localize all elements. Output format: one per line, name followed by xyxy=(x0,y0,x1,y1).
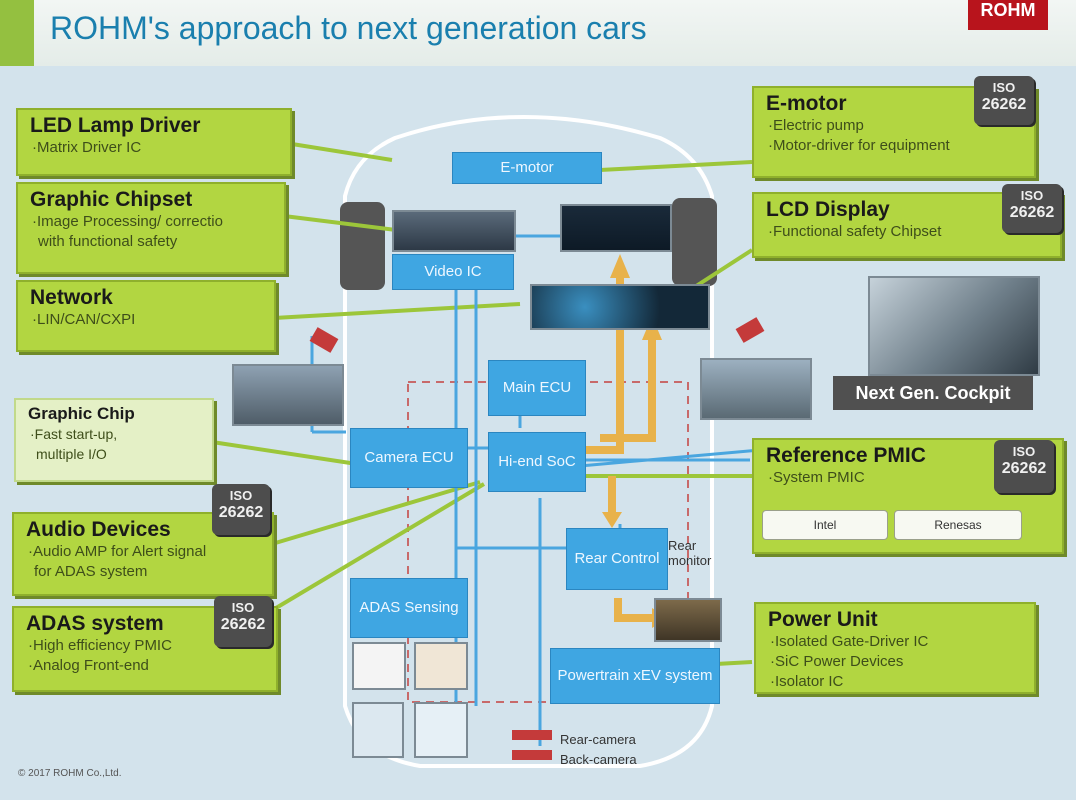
adas-sensing-photo-4 xyxy=(414,702,468,758)
dashboard-display-photo xyxy=(530,284,710,330)
title-accent-bar xyxy=(0,0,34,66)
feature-network: Network ·LIN/CAN/CXPI xyxy=(16,280,276,352)
iso-label: ISO xyxy=(231,600,255,615)
iso-badge-reference-pmic: ISO 26262 xyxy=(994,440,1054,493)
feature-title: Graphic Chip xyxy=(28,404,135,423)
iso-badge-lcd-display: ISO 26262 xyxy=(1002,184,1062,233)
iso-label: ISO xyxy=(229,488,253,503)
road-camera-photo xyxy=(392,210,516,252)
feature-title: Reference PMIC xyxy=(766,444,926,467)
feature-item: ·Matrix Driver IC xyxy=(32,139,142,156)
feature-item: multiple I/O xyxy=(36,446,107,462)
feature-item: ·LIN/CAN/CXPI xyxy=(32,311,136,328)
wheel-front-right xyxy=(672,198,717,286)
iso-number: 26262 xyxy=(981,96,1027,113)
block-hi-end-soc: Hi-end SoC xyxy=(488,432,586,492)
block-video-ic: Video IC xyxy=(392,254,514,290)
iso-label: ISO xyxy=(1020,188,1044,203)
mirror-camera-right-icon xyxy=(735,317,765,343)
car-outline xyxy=(343,115,714,768)
feature-item: ·Fast start-up, xyxy=(30,426,118,442)
block-powertrain: Powertrain xEV system xyxy=(550,648,720,704)
feature-title: Network xyxy=(30,286,113,309)
adas-sensing-photo-1 xyxy=(352,642,406,690)
iso-badge-adas-system: ISO 26262 xyxy=(214,596,272,647)
rear-camera-icon xyxy=(512,730,552,740)
iso-badge-e-motor: ISO 26262 xyxy=(974,76,1034,125)
block-main-ecu: Main ECU xyxy=(488,360,586,416)
iso-number: 26262 xyxy=(218,504,264,521)
feature-item: ·Audio AMP for Alert signal xyxy=(28,543,207,560)
diagram-stage: E-motor Video IC Main ECU Camera ECU Hi-… xyxy=(0,66,1076,800)
wheel-front-left xyxy=(340,202,385,290)
rohm-logo: ROHM xyxy=(968,0,1048,30)
iso-badge-audio-devices: ISO 26262 xyxy=(212,484,270,535)
feature-item: ·Electric pump xyxy=(768,117,864,134)
back-camera-icon xyxy=(512,750,552,760)
meter-cluster-photo xyxy=(560,204,672,252)
rear-monitor-photo xyxy=(654,598,722,642)
right-mirror-view-photo xyxy=(700,358,812,420)
feature-title: LCD Display xyxy=(766,198,890,221)
copyright-text: © 2017 ROHM Co.,Ltd. xyxy=(18,768,122,779)
block-e-motor: E-motor xyxy=(452,152,602,184)
feature-item: ·Functional safety Chipset xyxy=(768,223,942,240)
feature-title: Audio Devices xyxy=(26,518,171,541)
title-bar: ROHM's approach to next generation cars … xyxy=(0,0,1076,66)
signal-arrows xyxy=(586,276,656,622)
feature-item: ·Isolator IC xyxy=(770,673,844,690)
iso-label: ISO xyxy=(992,80,1016,95)
feature-item: ·Motor-driver for equipment xyxy=(768,137,950,154)
block-camera-ecu: Camera ECU xyxy=(350,428,468,488)
feature-leaders xyxy=(211,142,754,666)
iso-label: ISO xyxy=(1012,444,1036,459)
feature-item: for ADAS system xyxy=(34,563,148,580)
adas-sensing-photo-2 xyxy=(414,642,468,690)
feature-title: Power Unit xyxy=(768,608,878,631)
block-adas-sensing: ADAS Sensing xyxy=(350,578,468,638)
feature-item: ·Isolated Gate-Driver IC xyxy=(770,633,929,650)
adas-sensing-photo-3 xyxy=(352,702,404,758)
next-gen-cockpit-photo xyxy=(868,276,1040,376)
left-mirror-view-photo xyxy=(232,364,344,426)
page-title: ROHM's approach to next generation cars xyxy=(50,10,647,46)
feature-title: ADAS system xyxy=(26,612,164,635)
feature-title: E-motor xyxy=(766,92,847,115)
iso-number: 26262 xyxy=(1001,460,1047,477)
feature-item: ·System PMIC xyxy=(768,469,865,486)
feature-title: Graphic Chipset xyxy=(30,188,193,211)
block-rear-control: Rear Control xyxy=(566,528,668,590)
feature-item: ·Analog Front-end xyxy=(28,657,149,674)
back-camera-label: Back-camera xyxy=(560,752,637,767)
feature-led-lamp-driver: LED Lamp Driver ·Matrix Driver IC xyxy=(16,108,292,176)
rear-camera-label: Rear-camera xyxy=(560,732,636,747)
feature-item: ·Image Processing/ correctio xyxy=(32,213,223,230)
feature-item: ·SiC Power Devices xyxy=(770,653,904,670)
mirror-camera-left-icon xyxy=(309,327,339,353)
feature-item: ·High efficiency PMIC xyxy=(28,637,172,654)
iso-number: 26262 xyxy=(220,616,266,633)
feature-graphic-chip: Graphic Chip ·Fast start-up, multiple I/… xyxy=(14,398,214,482)
iso-number: 26262 xyxy=(1009,204,1055,221)
rear-monitor-label: Rear monitor xyxy=(668,538,712,568)
feature-item: with functional safety xyxy=(38,233,178,250)
feature-graphic-chipset: Graphic Chipset ·Image Processing/ corre… xyxy=(16,182,286,274)
pmic-chip-renesas: Renesas xyxy=(894,510,1022,540)
next-gen-cockpit-label: Next Gen. Cockpit xyxy=(833,376,1033,410)
feature-power-unit: Power Unit ·Isolated Gate-Driver IC ·SiC… xyxy=(754,602,1036,694)
pmic-chip-intel: Intel xyxy=(762,510,888,540)
feature-title: LED Lamp Driver xyxy=(30,114,201,137)
